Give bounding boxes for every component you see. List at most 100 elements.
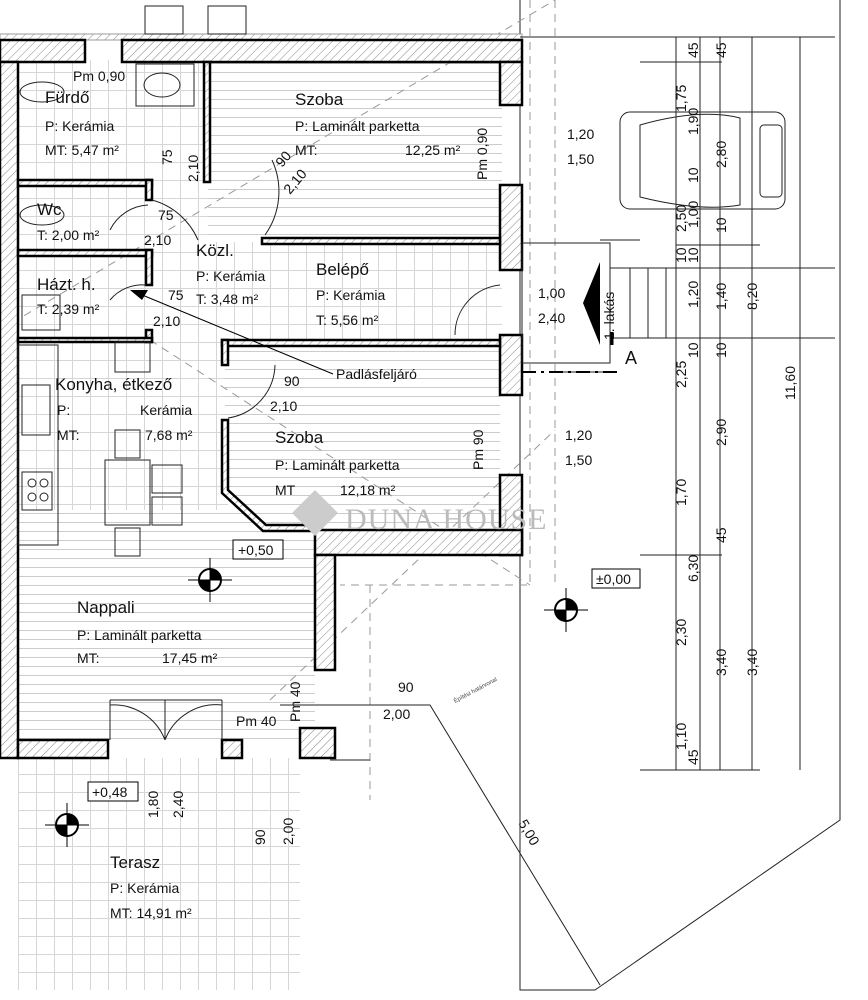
dimension-label: 45 — [685, 749, 701, 765]
dimension-label: 6,30 — [685, 555, 701, 582]
building-line-label: Építési határvonal — [453, 676, 499, 705]
room-name-szoba-1: Szoba — [295, 90, 344, 109]
dimension-label: 3,40 — [744, 649, 760, 676]
dimension-label: 1,20 — [685, 281, 701, 308]
attic-leader-arrow-icon — [130, 290, 148, 300]
floor-prefix: P: — [57, 402, 70, 418]
room-name-wc: Wc — [37, 200, 62, 219]
attic-access-label: Padlásfeljáró — [336, 366, 417, 382]
floor-label: P: Kerámia — [316, 287, 385, 303]
doors — [109, 159, 501, 741]
area-prefix: MT — [275, 482, 296, 498]
floor-label: Kerámia — [140, 402, 192, 418]
floor-label: P: Laminált parketta — [77, 627, 202, 643]
watermark-text: DUNA HOUSE — [345, 503, 548, 536]
window-box — [144, 5, 184, 35]
dimension-label: 1,20 — [565, 427, 592, 443]
dimension-label: 75 — [158, 207, 174, 223]
dimension-label: 1,00 — [538, 285, 565, 301]
room-name-haztartasi: Házt. h. — [37, 275, 96, 294]
room-name-terasz: Terasz — [110, 853, 160, 872]
dimension-label: 90 — [398, 679, 414, 695]
dimension-label: 1,90 — [685, 108, 701, 135]
area-label: 7,68 m² — [145, 427, 193, 443]
dimension-label: 2,10 — [185, 155, 201, 182]
window-box — [207, 5, 247, 35]
dimension-label: 1,70 — [673, 479, 689, 506]
dimension-label: 45 — [713, 527, 729, 543]
dimension-label: 10 — [673, 247, 689, 263]
window-label: Pm 90 — [470, 429, 486, 470]
dimension-label: 1,50 — [567, 151, 594, 167]
dimension-label: 1,80 — [145, 791, 161, 818]
window-label: Pm 0,90 — [474, 128, 490, 180]
dimension-label: 2,80 — [713, 141, 729, 168]
car-icon — [619, 111, 786, 210]
room-name-szoba-2: Szoba — [275, 428, 324, 447]
level-label: +0,48 — [92, 784, 128, 800]
level-box — [591, 568, 641, 589]
dimension-label: 1,75 — [673, 85, 689, 112]
area-prefix: MT: — [295, 142, 318, 158]
room-name-konyha: Konyha, étkező — [55, 375, 172, 394]
fixtures — [17, 63, 195, 557]
floor-fills — [18, 60, 502, 990]
dimension-label: 2,10 — [270, 398, 297, 414]
floor-label: P: Laminált parketta — [295, 118, 420, 134]
dimension-label: 10 — [685, 342, 701, 358]
dimension-label: 1,40 — [713, 283, 729, 310]
dimension-label: 75 — [168, 287, 184, 303]
dimension-label: 1,10 — [673, 723, 689, 750]
floor-label: P: Laminált parketta — [275, 457, 400, 473]
dimension-label: 2,00 — [383, 706, 410, 722]
watermark-logo: DUNA HOUSE — [292, 490, 548, 536]
dimension-label: 90 — [284, 373, 300, 389]
dimension-label: 2,40 — [538, 310, 565, 326]
floor-label: P: Kerámia — [45, 118, 114, 134]
room-name-kozl: Közl. — [196, 241, 234, 260]
level-marker-icons — [45, 558, 588, 847]
dimension-label: 1,50 — [565, 452, 592, 468]
area-prefix: MT: — [77, 650, 100, 666]
dimension-label: 1,00 — [685, 201, 701, 228]
floor-label: P: Kerámia — [196, 268, 265, 284]
window-label: Pm 40 — [236, 713, 277, 729]
area-label: 12,25 m² — [405, 142, 461, 158]
dimension-label: 75 — [159, 149, 175, 165]
level-label: ±0,00 — [596, 571, 631, 587]
attic-leader-line — [134, 291, 334, 375]
dimension-label: 2,40 — [170, 791, 186, 818]
walls — [0, 38, 524, 760]
dimension-label: 11,60 — [782, 366, 798, 400]
floor-label: P: Kerámia — [110, 880, 179, 896]
area-label: 17,45 m² — [162, 650, 218, 666]
area-label: T: 2,00 m² — [37, 227, 100, 243]
dimension-label: 10 — [685, 167, 701, 183]
section-marker: A — [625, 348, 637, 368]
dimension-label: 2,30 — [673, 619, 689, 646]
room-name-nappali: Nappali — [77, 598, 135, 617]
dimension-label: 2,10 — [144, 232, 171, 248]
dimension-label: 2,50 — [673, 205, 689, 232]
area-label: MT: 14,91 m² — [110, 905, 192, 921]
dimension-label: 45 — [713, 42, 729, 58]
window-label: Pm 0,90 — [73, 68, 125, 84]
area-label: T: 3,48 m² — [196, 291, 259, 307]
area-label: T: 5,56 m² — [316, 312, 379, 328]
dimension-label: 2,90 — [713, 419, 729, 446]
level-label: +0,50 — [238, 542, 274, 558]
dimension-chain: 1,75 2,50 10 2,25 1,70 2,30 1,10 45 1,90… — [673, 42, 798, 765]
area-prefix: MT: — [57, 427, 80, 443]
dimension-label: 2,10 — [153, 313, 180, 329]
level-box — [87, 781, 139, 802]
level-box — [232, 539, 284, 560]
room-labels: Fürdő P: Kerámia MT: 5,47 m² Pm 0,90 Szo… — [37, 68, 637, 921]
window-label: Pm 40 — [287, 681, 303, 722]
area-label: 12,18 m² — [340, 482, 396, 498]
area-label: MT: 5,47 m² — [45, 142, 119, 158]
dimension-label: 10 — [713, 217, 729, 233]
room-name-furdo: Fürdő — [45, 88, 89, 107]
dimension-label: 8,20 — [744, 283, 760, 310]
dimension-label: 45 — [685, 42, 701, 58]
area-label: T: 2,39 m² — [37, 301, 100, 317]
